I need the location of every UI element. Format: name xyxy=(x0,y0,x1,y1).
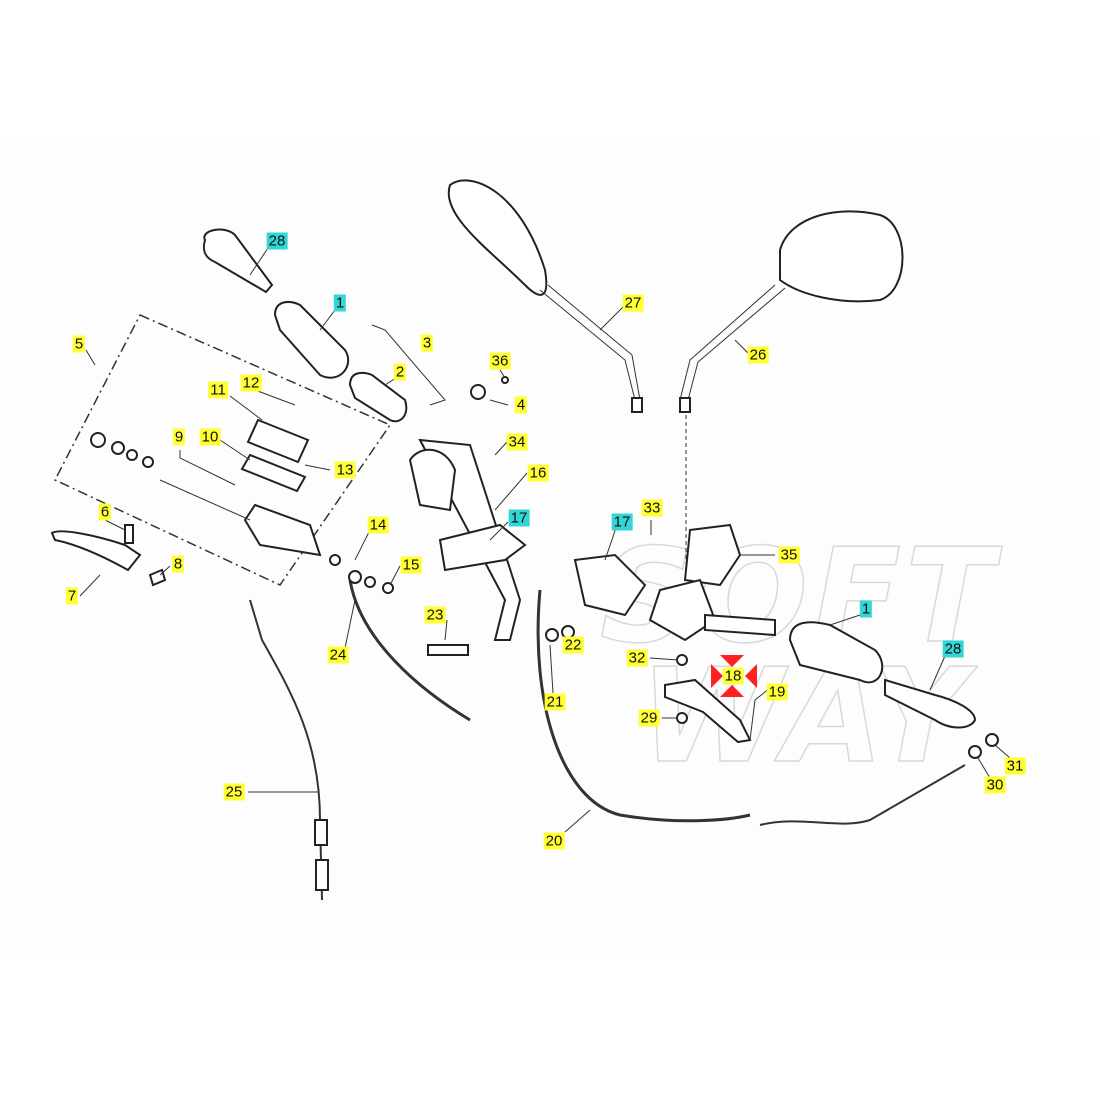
clutch-cable xyxy=(249,599,323,901)
right-bar-tube xyxy=(704,613,776,637)
callout-25[interactable]: 25 xyxy=(223,783,245,801)
callout-13[interactable]: 13 xyxy=(334,461,356,479)
callout-16[interactable]: 16 xyxy=(527,464,549,482)
throttle-cable xyxy=(536,589,751,823)
left-grip xyxy=(273,301,350,379)
callout-18[interactable]: 18 xyxy=(722,667,744,685)
callout-2[interactable]: 2 xyxy=(393,363,407,381)
callout-10[interactable]: 10 xyxy=(199,428,221,446)
switch-housing-left xyxy=(438,523,527,572)
callout-15[interactable]: 15 xyxy=(400,556,422,574)
right-lever xyxy=(664,678,752,744)
callout-29[interactable]: 29 xyxy=(638,709,660,727)
callout-33[interactable]: 33 xyxy=(641,499,663,517)
throttle-grip xyxy=(348,371,408,423)
right-grip xyxy=(788,621,884,684)
master-cylinder xyxy=(243,503,322,557)
callout-26[interactable]: 26 xyxy=(747,346,769,364)
callout-4[interactable]: 4 xyxy=(514,396,528,414)
callout-34[interactable]: 34 xyxy=(506,433,528,451)
callout-11[interactable]: 11 xyxy=(208,381,228,399)
callout-1[interactable]: 1 xyxy=(333,294,347,312)
right-mirror xyxy=(779,210,904,303)
callout-32[interactable]: 32 xyxy=(626,649,648,667)
callout-36[interactable]: 36 xyxy=(489,352,511,370)
diagram-panel xyxy=(0,138,1100,960)
callout-35[interactable]: 35 xyxy=(778,546,800,564)
callout-8[interactable]: 8 xyxy=(171,555,185,573)
right-lever-bracket xyxy=(648,578,717,642)
callout-20[interactable]: 20 xyxy=(543,832,565,850)
callout-6[interactable]: 6 xyxy=(98,503,112,521)
callout-30[interactable]: 30 xyxy=(984,776,1006,794)
callout-22[interactable]: 22 xyxy=(562,636,584,654)
left-bar-end xyxy=(202,228,274,294)
master-cylinder-group-outline xyxy=(53,314,392,586)
callout-17-right[interactable]: 17 xyxy=(611,513,633,531)
right-bar-end xyxy=(884,678,977,729)
callout-21[interactable]: 21 xyxy=(544,693,566,711)
callout-28-right[interactable]: 28 xyxy=(942,640,964,658)
callout-14[interactable]: 14 xyxy=(367,516,389,534)
callout-9[interactable]: 9 xyxy=(172,428,186,446)
callout-28[interactable]: 28 xyxy=(266,232,288,250)
clamp-upper xyxy=(683,523,742,587)
callout-24[interactable]: 24 xyxy=(327,646,349,664)
callout-3[interactable]: 3 xyxy=(420,334,434,352)
callout-19[interactable]: 19 xyxy=(766,683,788,701)
brake-hose xyxy=(348,579,471,722)
callout-7[interactable]: 7 xyxy=(65,587,79,605)
left-lever xyxy=(50,530,142,572)
switch-housing-right xyxy=(573,553,647,617)
highlight-arrows xyxy=(711,655,757,697)
callout-5[interactable]: 5 xyxy=(72,335,86,353)
callout-1-right[interactable]: 1 xyxy=(859,600,873,618)
callout-17-left[interactable]: 17 xyxy=(508,509,530,527)
left-mirror xyxy=(447,179,548,296)
reservoir-cap xyxy=(246,418,310,464)
callout-12[interactable]: 12 xyxy=(240,374,262,392)
callout-23[interactable]: 23 xyxy=(424,606,446,624)
leader-lines xyxy=(79,247,1011,833)
callout-27[interactable]: 27 xyxy=(622,294,644,312)
callout-31[interactable]: 31 xyxy=(1004,757,1026,775)
